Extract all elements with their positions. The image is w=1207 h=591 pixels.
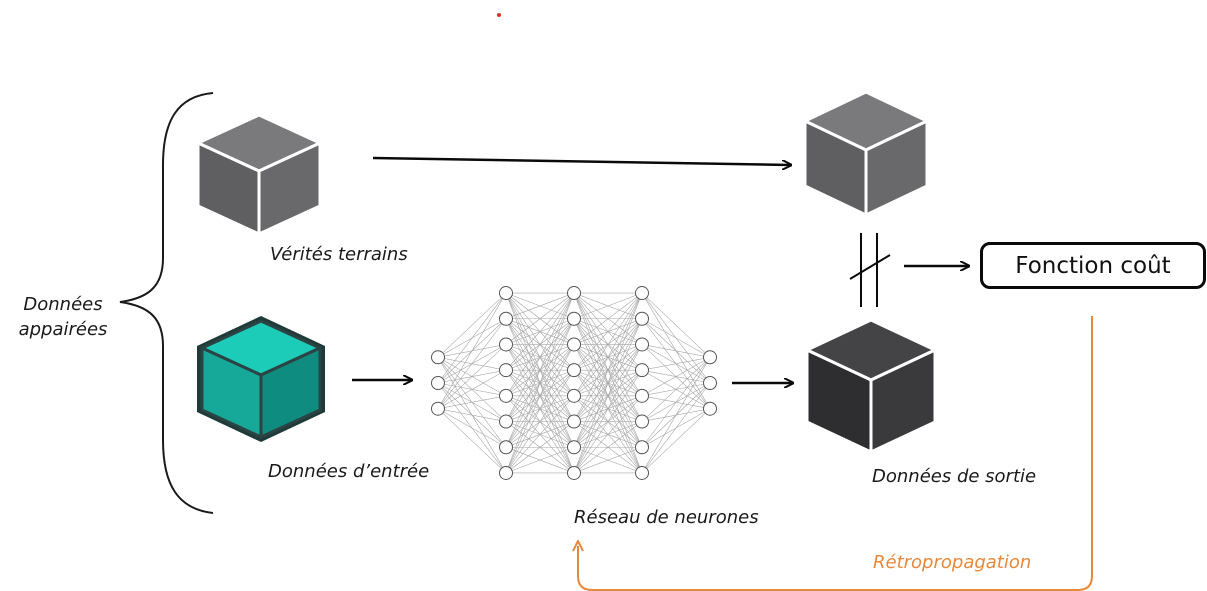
neuron — [635, 337, 649, 352]
network-connection — [505, 395, 575, 474]
output-data-label: Données de sortie — [872, 466, 1037, 487]
network-connections — [437, 292, 711, 474]
network-connection — [641, 408, 711, 474]
network-connection — [437, 395, 507, 409]
network-connection — [437, 292, 507, 409]
network-connection — [641, 344, 711, 358]
network-connection — [437, 318, 507, 409]
network-connection — [505, 292, 575, 448]
neuron — [635, 440, 649, 455]
neuron — [499, 286, 513, 301]
network-connection — [641, 292, 711, 358]
network-connection — [573, 292, 643, 345]
neuron — [703, 401, 717, 416]
input-data-cube — [197, 316, 325, 442]
target-cube — [803, 90, 929, 217]
neuron — [499, 414, 513, 429]
network-connection — [573, 421, 643, 474]
network-connection — [573, 292, 643, 448]
neuron — [499, 465, 513, 480]
network-connection — [437, 292, 507, 358]
network-connection — [573, 292, 643, 474]
network-connection — [641, 357, 711, 422]
neuron — [567, 414, 581, 429]
network-connection — [437, 344, 507, 409]
network-connection — [437, 408, 507, 448]
neuron — [635, 388, 649, 403]
neuron — [431, 376, 445, 390]
neuron — [567, 286, 581, 301]
neuron — [499, 337, 513, 352]
cost-function-label: Fonction coût — [1015, 252, 1171, 279]
network-connection — [505, 369, 575, 474]
network-connection — [641, 318, 711, 358]
network-connection — [641, 357, 711, 448]
output-data-cube — [805, 318, 937, 454]
neuron — [567, 363, 581, 378]
network-connection — [573, 446, 643, 474]
neuron — [703, 376, 717, 390]
network-connection — [505, 318, 575, 474]
network-neurons — [431, 286, 717, 480]
network-connection — [437, 408, 507, 422]
backpropagation-arrow — [578, 316, 1093, 591]
network-connection — [505, 292, 575, 345]
neuron — [431, 350, 445, 365]
cost-function-box: Fonction coût — [980, 242, 1206, 289]
neuron — [703, 350, 717, 365]
not-equal-sign — [849, 233, 891, 307]
neuron — [635, 414, 649, 429]
neuron — [499, 311, 513, 326]
network-connection — [505, 421, 575, 474]
network-connection — [641, 357, 711, 371]
network-connection — [505, 446, 575, 474]
neuron — [635, 311, 649, 326]
neuron — [567, 388, 581, 403]
neuron — [635, 465, 649, 480]
red-dot — [497, 13, 501, 17]
paired-data-label-line1: Données — [23, 294, 103, 315]
backpropagation-label: Rétropropagation — [873, 552, 1032, 573]
network-connection — [573, 292, 643, 320]
network-connection — [437, 292, 507, 384]
network-connection — [573, 318, 643, 474]
neuron — [431, 401, 445, 416]
ground-truth-label: Vérités terrains — [270, 244, 408, 265]
paired-data-brace — [119, 92, 214, 514]
network-connection — [505, 292, 575, 320]
network-connection — [573, 292, 643, 397]
neuron — [635, 363, 649, 378]
network-connection — [573, 292, 643, 371]
network-connection — [505, 292, 575, 371]
neuron — [567, 465, 581, 480]
neuron — [499, 363, 513, 378]
network-connection — [573, 395, 643, 474]
network-connection — [505, 292, 575, 474]
network-connection — [573, 292, 643, 422]
neuron — [567, 337, 581, 352]
network-connection — [437, 408, 507, 474]
neural-network-label: Réseau de neurones — [574, 507, 759, 528]
neuron — [567, 311, 581, 326]
network-connection — [573, 344, 643, 474]
network-connection — [573, 369, 643, 474]
network-connection — [505, 292, 575, 397]
neuron — [567, 440, 581, 455]
network-connection — [641, 382, 711, 474]
network-connection — [505, 344, 575, 474]
input-data-label: Données d’entrée — [268, 461, 430, 482]
network-connection — [505, 292, 575, 422]
network-connection — [641, 357, 711, 474]
paired-data-label-line2: appairées — [18, 319, 108, 340]
ground-truth-cube — [196, 113, 322, 236]
neuron — [635, 286, 649, 301]
neuron — [499, 440, 513, 455]
neuron — [499, 388, 513, 403]
truth-to-target-arrow — [372, 156, 790, 165]
network-connection — [437, 369, 507, 409]
network-connection — [641, 357, 711, 397]
paired-data-label: Données appairées — [8, 292, 118, 342]
